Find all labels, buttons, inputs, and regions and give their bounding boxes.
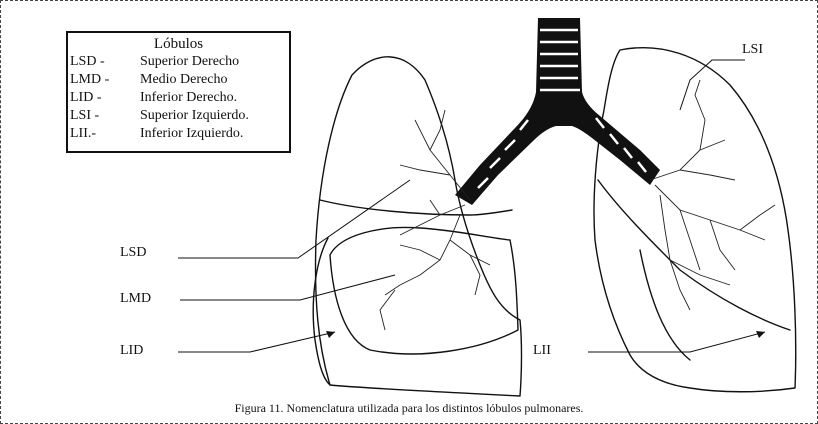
legend-abbr: LID - [70,90,140,106]
left-oblique-fissure [598,180,790,330]
pointer-lsi [680,60,745,110]
right-bronchial-tree [380,110,490,330]
legend-desc: Medio Derecho [140,72,227,88]
pointer-arrowheads [326,331,765,338]
label-lid: LID [120,343,143,359]
label-lsd: LSD [120,245,146,261]
legend-desc: Inferior Derecho. [140,90,237,106]
label-lsi: LSI [742,42,763,58]
pointer-lsd [178,180,410,258]
left-bronchial-tree [650,80,775,310]
legend-desc: Inferior Izquierdo. [140,126,243,142]
right-middle-lobe-outline [330,227,518,353]
legend-abbr: LMD - [70,72,140,88]
right-horizontal-fissure [320,200,512,215]
legend-desc: Superior Derecho [140,54,239,70]
figure-caption: Figura 11. Nomenclatura utilizada para l… [0,401,818,416]
legend-desc: Superior Izquierdo. [140,108,249,124]
legend-abbr: LSI - [70,108,140,124]
legend-row-lsi: LSI -Superior Izquierdo. [70,108,249,124]
label-lmd: LMD [120,291,151,307]
legend-row-lsd: LSD -Superior Derecho [70,54,239,70]
pointer-lii [588,332,765,352]
pointer-lmd [180,275,395,300]
trachea [455,18,660,205]
legend-box: Lóbulos LSD -Superior Derecho LMD -Medio… [66,31,291,153]
pointer-lid [178,332,335,352]
legend-title: Lóbulos [68,36,289,52]
legend-row-lid: LID -Inferior Derecho. [70,90,237,106]
right-lung-outline [316,57,522,396]
legend-abbr: LSD - [70,54,140,70]
label-lii: LII [533,343,551,359]
left-lung-outline [594,48,796,392]
legend-abbr: LII.- [70,126,140,142]
legend-row-lmd: LMD -Medio Derecho [70,72,227,88]
legend-row-lii: LII.-Inferior Izquierdo. [70,126,243,142]
